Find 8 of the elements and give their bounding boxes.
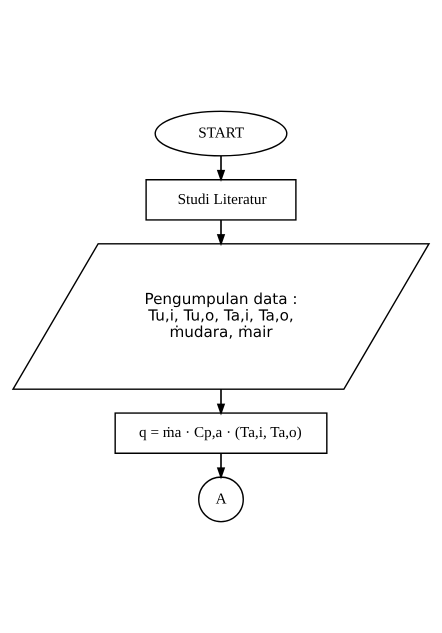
node-box: Studi Literatur xyxy=(145,179,297,221)
arrow xyxy=(216,220,226,246)
arrow xyxy=(216,453,226,480)
arrow xyxy=(216,389,226,416)
node-circle: A xyxy=(198,476,244,522)
node-box: q = ṁa · Cp,a · (Ta,i, Ta,o) xyxy=(114,412,328,454)
arrow xyxy=(216,156,226,182)
node-ellipse: START xyxy=(154,110,288,157)
